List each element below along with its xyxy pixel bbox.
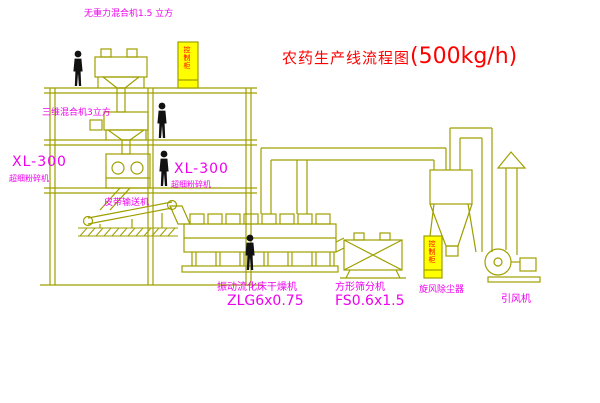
cyclone-drawing: [427, 127, 493, 257]
platform-structure: [40, 87, 262, 286]
label-dryer-name: 振动流化床干燥机: [217, 282, 297, 293]
mid-mixer-drawing: [89, 111, 149, 155]
label-sieve-name: 方形筛分机: [335, 282, 385, 293]
control-cabinet-1: [177, 41, 199, 89]
fluid-bed-dryer-drawing: [181, 213, 345, 273]
exhaust-duct-drawing: [260, 147, 447, 214]
cabinet2-label: 控制柜: [428, 240, 436, 264]
top-mixer-drawing: [94, 48, 148, 113]
worker-figure: [73, 50, 83, 86]
label-cyclone: 旋风除尘器: [419, 285, 465, 295]
label-mill-center-model: XL-300: [174, 161, 229, 177]
label-mid-mixer: 三维混合机3立方: [42, 108, 111, 118]
label-belt-conveyor: 皮带输送机: [104, 198, 150, 208]
worker-figure: [159, 150, 169, 186]
belt-conveyor-drawing: [82, 199, 191, 228]
fan-stack-drawing: [484, 151, 541, 283]
label-fan: 引风机: [501, 294, 531, 305]
label-top-mixer: 无重力混合机1.5 立方: [84, 9, 174, 19]
control-cabinet-2: [423, 235, 443, 279]
foundation-hatch: [78, 227, 178, 237]
worker-figure: [157, 102, 167, 138]
label-dryer-model: ZLG6x0.75: [227, 293, 304, 309]
title-text: 农药生产线流程图: [282, 49, 411, 67]
label-mill-left-model: XL-300: [12, 154, 67, 170]
mill-drawing: [99, 153, 151, 211]
diagram-title: 农药生产线流程图(500kg/h): [282, 44, 517, 69]
label-mill-center-name: 超细粉碎机: [171, 180, 211, 189]
sieve-drawing: [340, 232, 406, 279]
title-capacity: (500kg/h): [410, 44, 518, 69]
label-mill-left-name: 超细粉碎机: [9, 174, 49, 183]
worker-figure: [245, 234, 255, 270]
label-sieve-model: FS0.6x1.5: [335, 293, 405, 309]
cabinet1-label: 控制柜: [183, 46, 191, 70]
